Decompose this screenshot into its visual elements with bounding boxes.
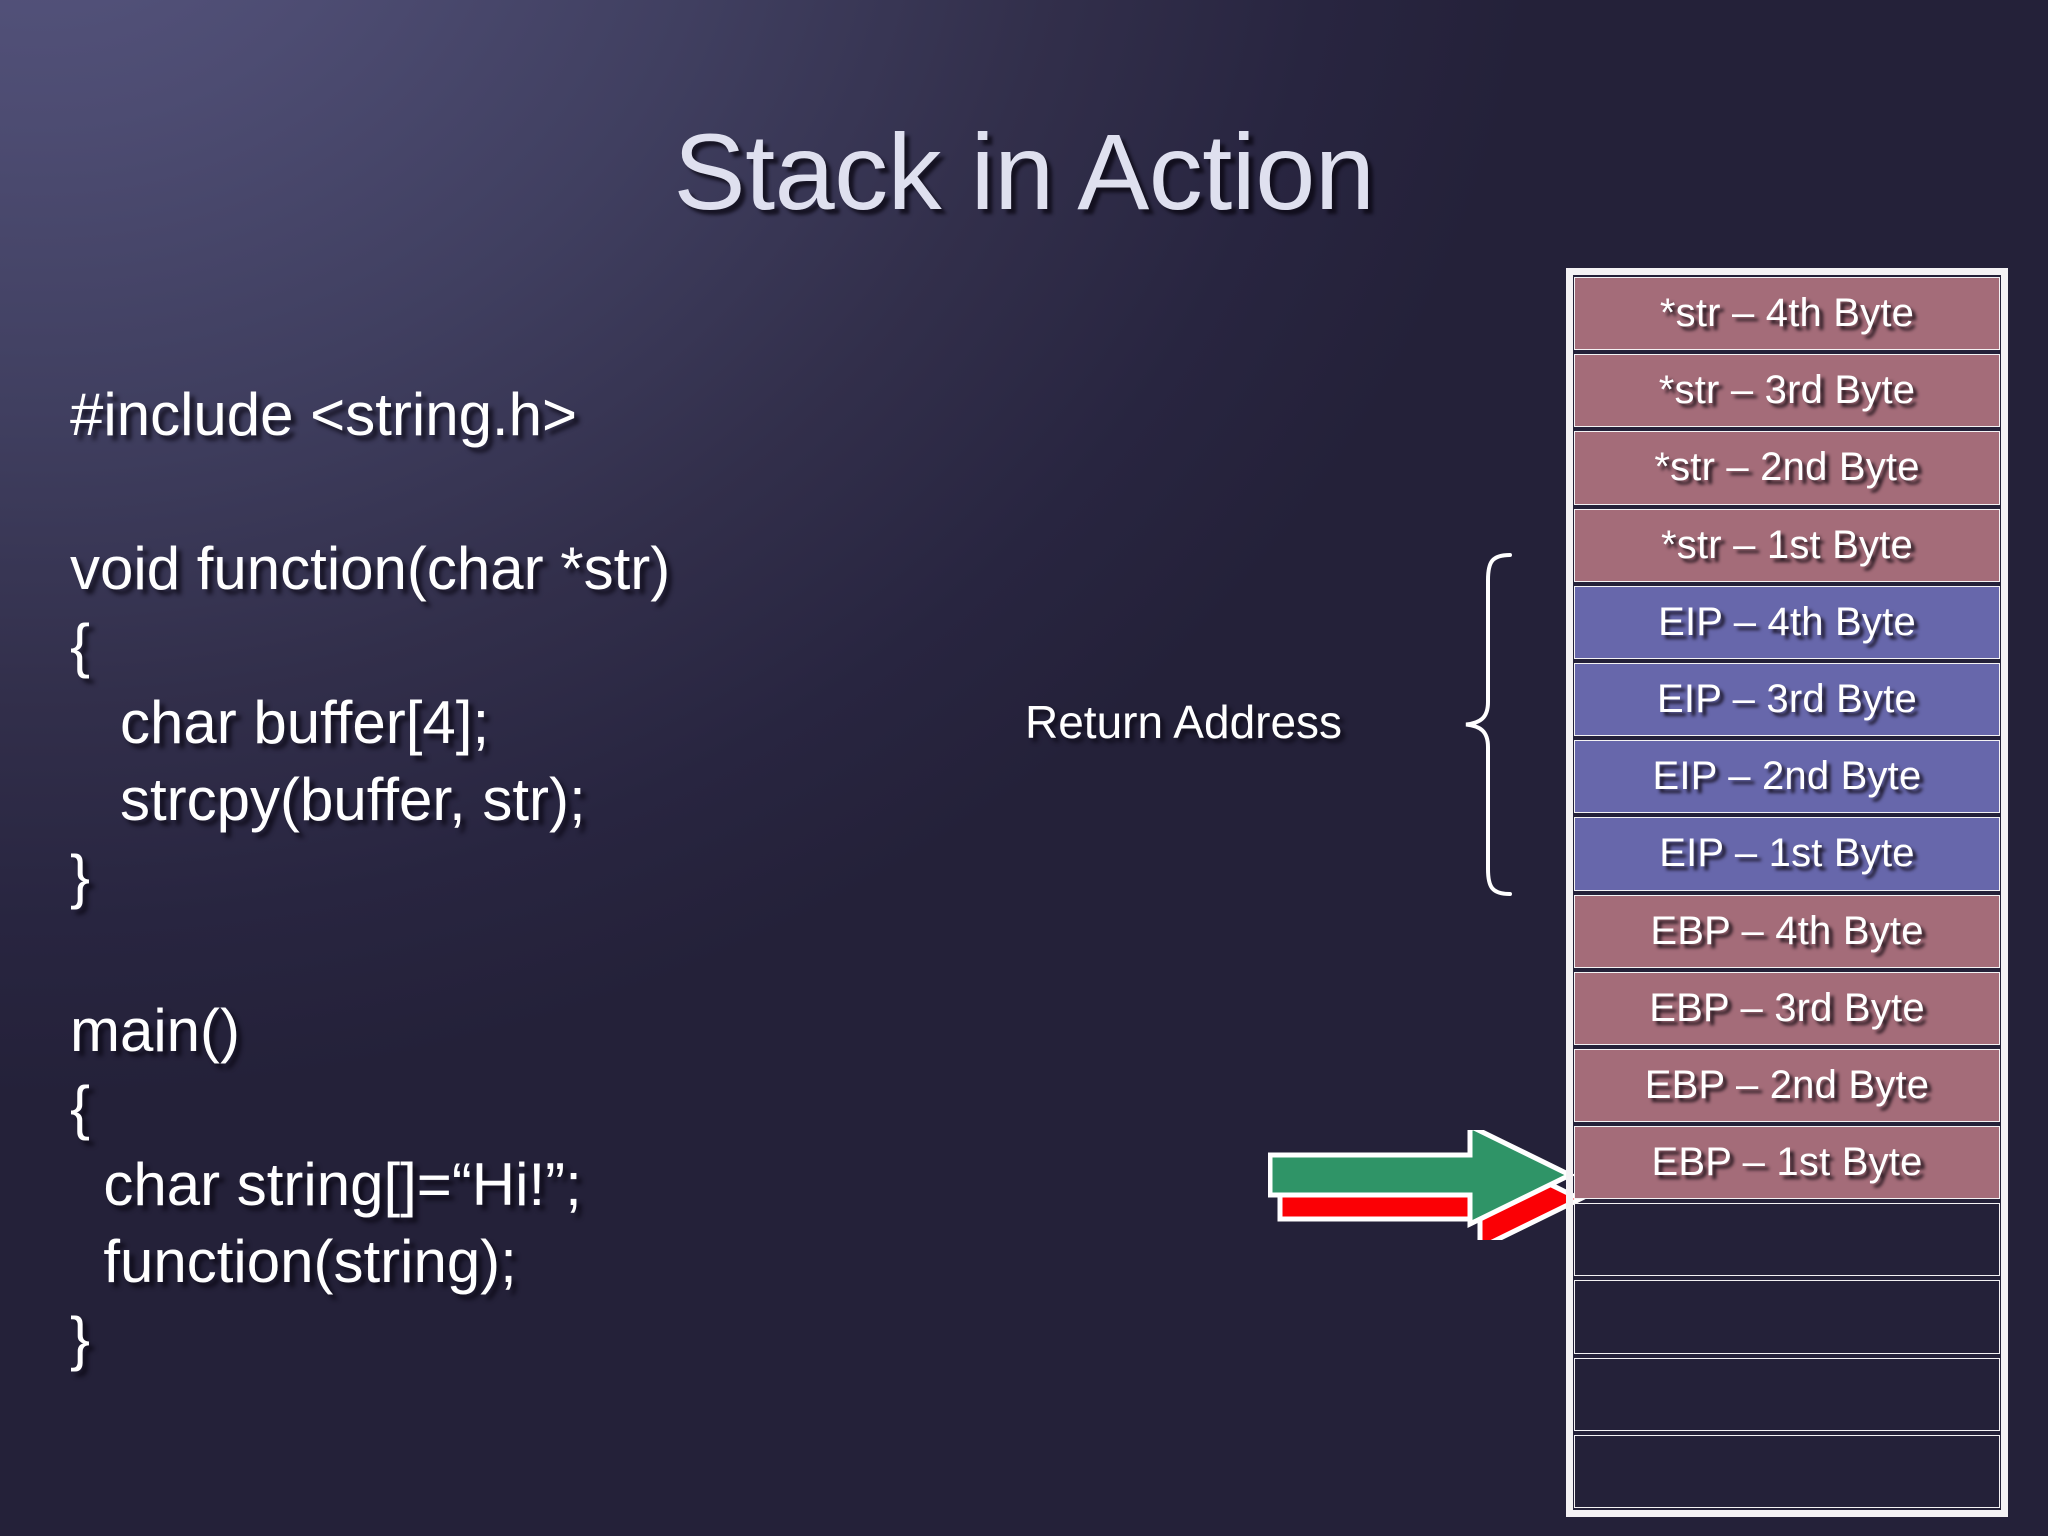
code-line: main()	[70, 997, 241, 1064]
stack-cell-ebp: EBP – 2nd Byte	[1574, 1048, 2000, 1123]
code-line: }	[70, 843, 91, 910]
stack-cell-empty	[1574, 1280, 2000, 1354]
code-line	[70, 924, 990, 1001]
stack-cell-label: EBP – 3rd Byte	[1649, 985, 1925, 1030]
code-listing: #include <string.h>void function(char *s…	[70, 385, 990, 1386]
stack-cell-label: *str – 1st Byte	[1661, 522, 1913, 567]
code-line: {	[70, 612, 91, 679]
code-line: char string[]=“Hi!”;	[70, 1151, 582, 1218]
code-line: }	[70, 1305, 91, 1372]
stack-cell-eip: EIP – 2nd Byte	[1574, 740, 2000, 814]
stack-pointer-arrow	[1268, 1130, 1586, 1240]
return-address-brace	[1465, 553, 1512, 896]
stack-cell-str: *str – 1st Byte	[1574, 508, 2000, 582]
stack-cell-empty	[1574, 1203, 2000, 1277]
stack-cell-label: EIP – 2nd Byte	[1652, 754, 1922, 799]
stack-cell-label: EIP – 4th Byte	[1658, 599, 1916, 644]
stack-cell-label: EBP – 1st Byte	[1651, 1140, 1923, 1185]
stack-cell-label: EIP – 1st Byte	[1659, 831, 1915, 876]
stack-cell-label: EIP – 3rd Byte	[1657, 677, 1917, 722]
stack-cell-str: *str – 4th Byte	[1574, 277, 2000, 351]
stack-cell-label: EBP – 2nd Byte	[1644, 1062, 1930, 1107]
stack-cell-empty	[1574, 1434, 2000, 1508]
code-line: {	[70, 1074, 91, 1141]
code-line	[70, 462, 990, 539]
code-line: strcpy(buffer, str);	[70, 766, 586, 833]
stack-cell-eip: EIP – 1st Byte	[1574, 817, 2000, 891]
stack-cell-ebp: EBP – 1st Byte	[1574, 1126, 2000, 1200]
stack-cell-label: EBP – 4th Byte	[1650, 908, 1924, 953]
stack-cell-ebp: EBP – 4th Byte	[1574, 894, 2000, 968]
stack-cell-str: *str – 3rd Byte	[1574, 354, 2000, 428]
stack-cell-eip: EIP – 4th Byte	[1574, 585, 2000, 659]
stack-diagram: *str – 4th Byte *str – 3rd Byte *str – 2nd…	[1566, 268, 2008, 1517]
page-title: Stack in Action	[673, 111, 1375, 232]
code-line: char buffer[4];	[70, 689, 490, 756]
stack-cell-str: *str – 2nd Byte	[1574, 431, 2000, 505]
code-line: function(string);	[70, 1228, 517, 1295]
stack-cell-label: *str – 4th Byte	[1659, 291, 1915, 336]
stack-cell-label: *str – 2nd Byte	[1654, 445, 1920, 490]
return-address-label: Return Address	[1025, 696, 1343, 748]
stack-cell-label: *str – 3rd Byte	[1658, 368, 1916, 413]
code-line: #include <string.h>	[70, 381, 578, 448]
stack-cell-eip: EIP – 3rd Byte	[1574, 662, 2000, 737]
stack-cell-empty	[1574, 1357, 2000, 1431]
stack-cell-ebp: EBP – 3rd Byte	[1574, 971, 2000, 1045]
code-line: void function(char *str)	[70, 535, 671, 602]
